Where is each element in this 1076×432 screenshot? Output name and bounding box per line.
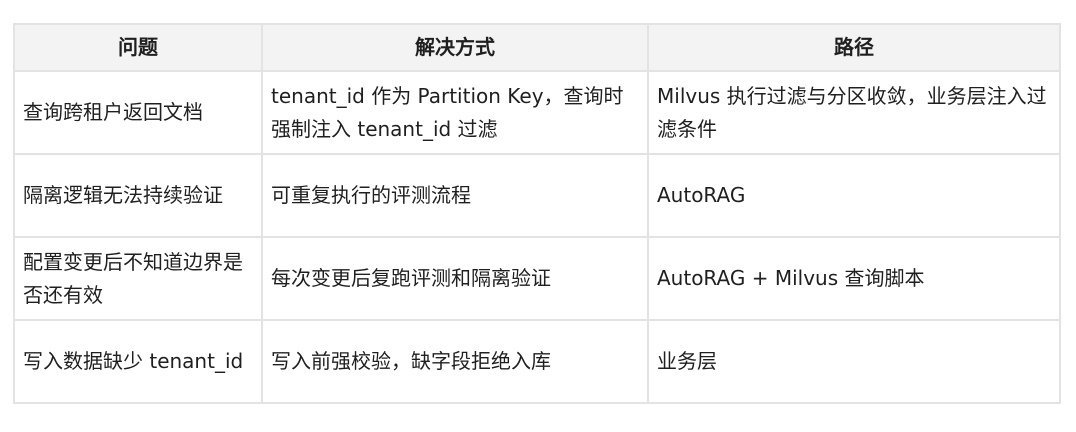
comparison-table: 问题 解决方式 路径 查询跨租户返回文档 tenant_id 作为 Partit…	[13, 23, 1061, 404]
cell-solution: 写入前强校验，缺字段拒绝入库	[261, 319, 649, 404]
cell-path: 业务层	[647, 319, 1061, 404]
cell-solution: tenant_id 作为 Partition Key，查询时强制注入 tenan…	[261, 70, 649, 155]
cell-path: Milvus 执行过滤与分区收敛，业务层注入过滤条件	[647, 70, 1061, 155]
cell-problem: 隔离逻辑无法持续验证	[13, 153, 263, 238]
table-row: 配置变更后不知道边界是否还有效 每次变更后复跑评测和隔离验证 AutoRAG +…	[13, 236, 1061, 321]
cell-path: AutoRAG	[647, 153, 1061, 238]
cell-problem: 写入数据缺少 tenant_id	[13, 319, 263, 404]
header-problem: 问题	[13, 23, 263, 72]
cell-path: AutoRAG + Milvus 查询脚本	[647, 236, 1061, 321]
cell-problem: 查询跨租户返回文档	[13, 70, 263, 155]
header-path: 路径	[647, 23, 1061, 72]
table-row: 查询跨租户返回文档 tenant_id 作为 Partition Key，查询时…	[13, 70, 1061, 155]
table-row: 隔离逻辑无法持续验证 可重复执行的评测流程 AutoRAG	[13, 153, 1061, 238]
cell-problem: 配置变更后不知道边界是否还有效	[13, 236, 263, 321]
cell-solution: 每次变更后复跑评测和隔离验证	[261, 236, 649, 321]
comparison-table-container: 问题 解决方式 路径 查询跨租户返回文档 tenant_id 作为 Partit…	[13, 23, 1061, 404]
cell-solution: 可重复执行的评测流程	[261, 153, 649, 238]
table-header-row: 问题 解决方式 路径	[13, 23, 1061, 72]
table-row: 写入数据缺少 tenant_id 写入前强校验，缺字段拒绝入库 业务层	[13, 319, 1061, 404]
header-solution: 解决方式	[261, 23, 649, 72]
